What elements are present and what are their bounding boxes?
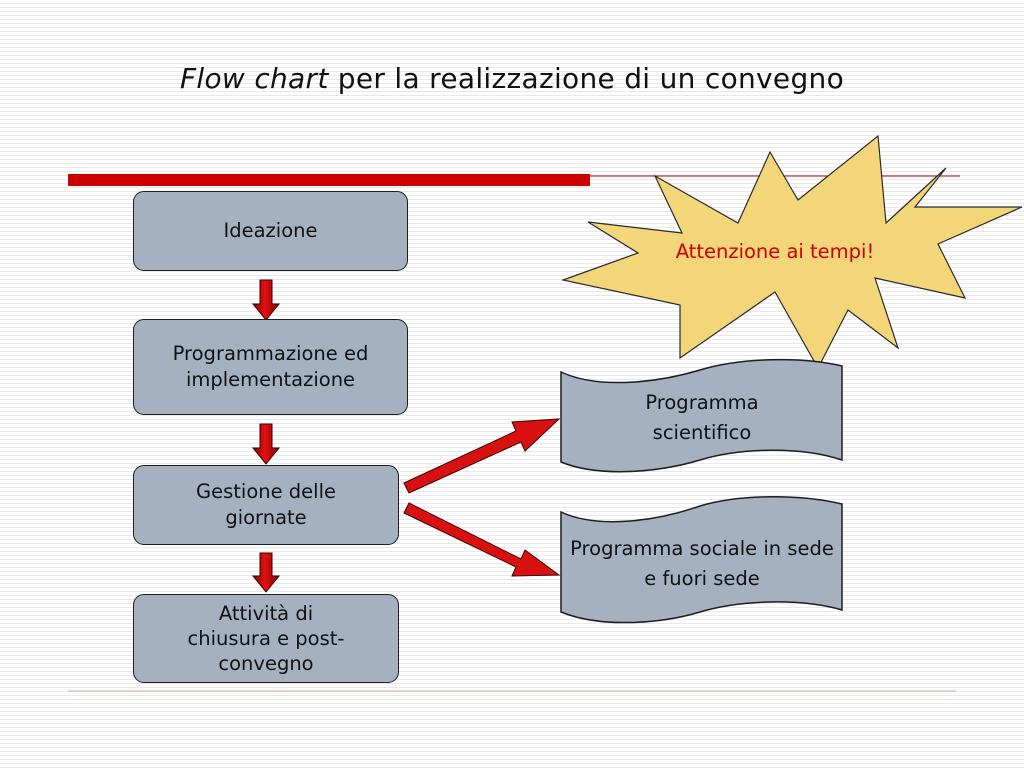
arrow-down-1	[251, 279, 281, 321]
arrow-down-2	[251, 423, 281, 465]
attention-burst	[560, 134, 1023, 370]
slide-title: Flow chart per la realizzazione di un co…	[0, 62, 1024, 95]
output-scientific-label: Programma scientifico	[645, 391, 759, 444]
slide-title-rest: per la realizzazione di un convegno	[328, 62, 844, 95]
header-rule-thick	[68, 174, 590, 186]
attention-burst-label: Attenzione ai tempi!	[675, 240, 875, 263]
output-social-label: Programma sociale in sede e fuori sede	[570, 537, 834, 590]
arrow-to-scientific	[403, 418, 561, 494]
step-programmazione: Programmazione ed implementazione	[133, 319, 408, 415]
arrow-down-3	[251, 552, 281, 593]
wave-shape-social	[560, 495, 843, 624]
step-gestione: Gestione delle giornate	[133, 465, 399, 545]
arrow-to-social	[403, 502, 561, 577]
wave-shape-scientific	[560, 358, 843, 473]
slide-title-italic: Flow chart	[180, 62, 329, 95]
step-ideazione: Ideazione	[133, 191, 408, 271]
step-chiusura: Attività di chiusura e post-convegno	[133, 594, 399, 683]
